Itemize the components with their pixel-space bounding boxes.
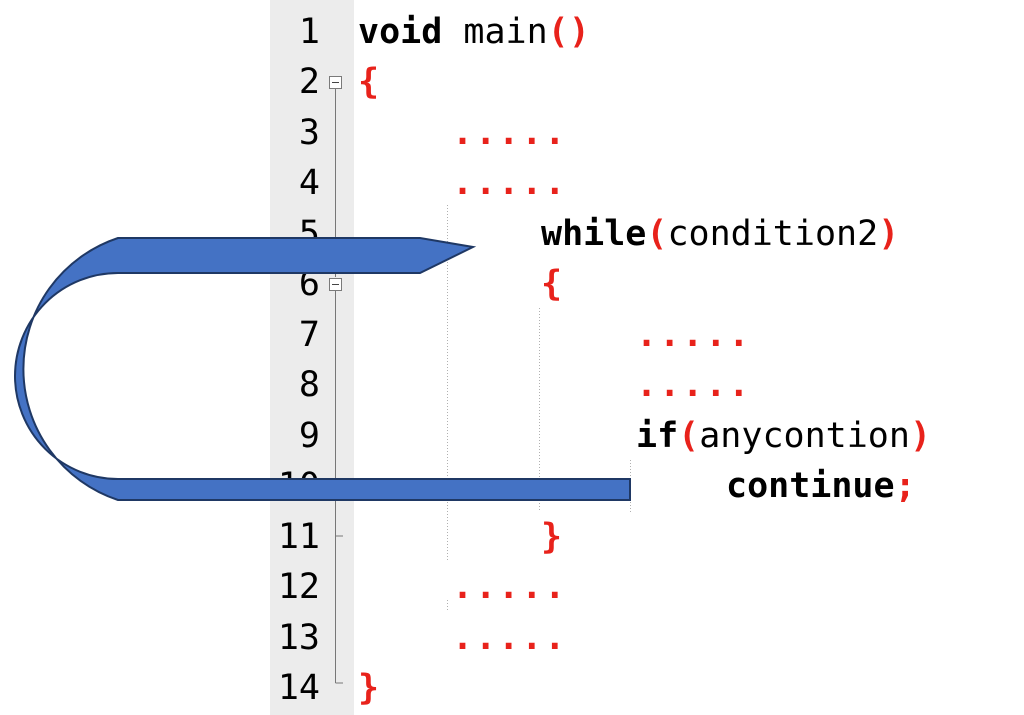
code-line-8: ..... bbox=[636, 360, 751, 410]
code-line-4: ..... bbox=[452, 158, 567, 208]
code-line-9: if(anycontion) bbox=[636, 411, 931, 461]
ellipsis: ..... bbox=[452, 113, 568, 153]
ellipsis: ..... bbox=[636, 365, 752, 405]
code-line-10: continue; bbox=[726, 461, 916, 511]
line-number: 8 bbox=[298, 365, 320, 405]
ellipsis: ..... bbox=[452, 618, 568, 658]
keyword-while: while bbox=[541, 214, 647, 254]
function-name: main bbox=[442, 12, 548, 52]
keyword-if: if bbox=[636, 416, 679, 456]
paren-close: ) bbox=[909, 416, 932, 456]
line-number-gutter bbox=[270, 0, 354, 715]
line-number: 11 bbox=[277, 517, 320, 557]
ellipsis: ..... bbox=[452, 567, 568, 607]
code-line-2: { bbox=[358, 57, 379, 107]
line-number: 13 bbox=[277, 618, 320, 658]
open-brace: { bbox=[541, 264, 563, 304]
line-number: 9 bbox=[298, 416, 320, 456]
semicolon: ; bbox=[894, 466, 916, 506]
line-number: 12 bbox=[277, 567, 320, 607]
paren-close: ) bbox=[878, 214, 900, 254]
line-number: 2 bbox=[298, 62, 320, 102]
ellipsis: ..... bbox=[636, 315, 752, 355]
ellipsis: ..... bbox=[452, 163, 568, 203]
line-number: 1 bbox=[298, 12, 320, 52]
code-line-3: ..... bbox=[452, 108, 567, 158]
code-line-7: ..... bbox=[636, 310, 751, 360]
line-number: 3 bbox=[298, 113, 320, 153]
line-number: 4 bbox=[298, 163, 320, 203]
close-brace: } bbox=[541, 517, 563, 557]
fold-toggle-main[interactable] bbox=[329, 76, 342, 89]
keyword-void: void bbox=[358, 12, 443, 52]
code-line-6: { bbox=[541, 259, 562, 309]
code-line-1: void main() bbox=[358, 7, 590, 57]
open-brace: { bbox=[358, 62, 380, 102]
code-line-14: } bbox=[358, 663, 379, 713]
paren-open: ( bbox=[646, 214, 668, 254]
while-condition: condition2 bbox=[667, 214, 879, 254]
paren-open: ( bbox=[678, 416, 700, 456]
line-number: 14 bbox=[277, 668, 320, 708]
keyword-continue: continue bbox=[726, 466, 895, 506]
code-line-5: while(condition2) bbox=[541, 209, 899, 259]
u-turn-arrow-shape bbox=[14, 237, 631, 501]
fold-toggle-while[interactable] bbox=[329, 278, 342, 291]
code-line-13: ..... bbox=[452, 613, 567, 663]
code-line-11: } bbox=[541, 512, 562, 562]
paren: () bbox=[547, 12, 590, 52]
if-condition: anycontion bbox=[699, 416, 910, 456]
line-number: 7 bbox=[298, 315, 320, 355]
close-brace: } bbox=[358, 668, 380, 708]
code-line-12: ..... bbox=[452, 562, 567, 612]
